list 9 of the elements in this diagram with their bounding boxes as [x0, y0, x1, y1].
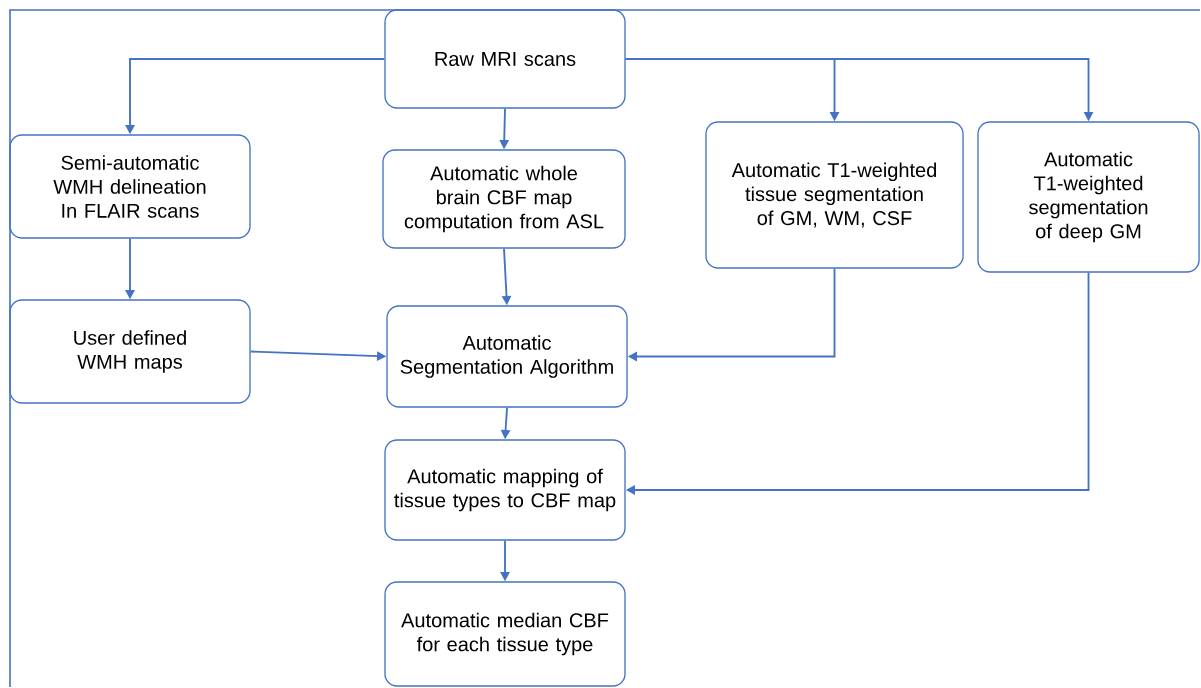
process-box: Automatic median CBF for each tissue type — [384, 581, 626, 687]
process-box: Automatic T1-weighted tissue segmentation of GM, WM, CSF — [705, 121, 964, 269]
process-box: Automatic mapping of tissue types to CBF map — [384, 439, 626, 541]
process-box: User defined WMH maps — [9, 299, 251, 404]
process-box: Automatic whole brain CBF map computation from ASL — [382, 149, 626, 249]
process-box: Semi-automatic WMH delineation In FLAIR scans — [9, 134, 251, 239]
process-box: Raw MRI scans — [384, 9, 626, 109]
process-box: Automatic T1-weighted segmentation of deep GM — [977, 121, 1200, 273]
process-box: Automatic Segmentation Algorithm — [386, 305, 628, 408]
